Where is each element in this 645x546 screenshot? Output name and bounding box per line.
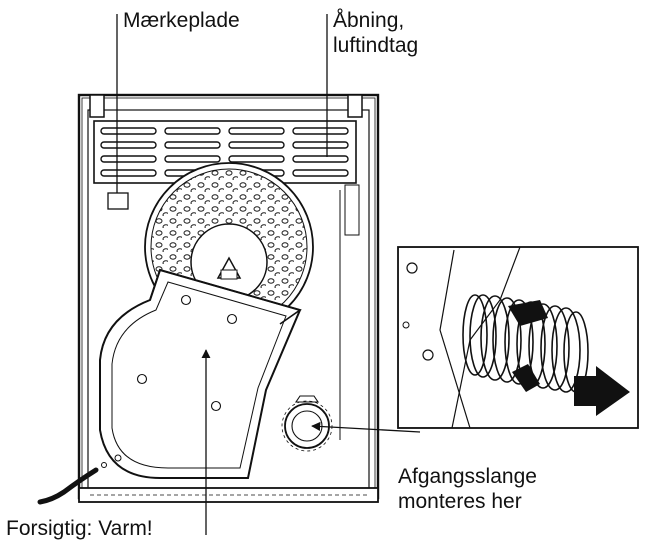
exhaust-hose-label: Afgangsslange monteres her [398,464,537,514]
air-inlet-label-line2: luftindtag [333,34,419,57]
rating-plate-label: Mærkeplade [123,9,240,32]
exhaust-leader [311,421,421,433]
exhaust-hose-label-line1: Afgangsslange [398,465,537,488]
rating-plate-box [107,192,129,210]
air-inlet-label-line1: Åbning, [333,9,405,32]
exhaust-hose-label-line2: monteres her [398,490,522,513]
exhaust-port [281,395,333,452]
caution-hot-label: Forsigtig: Varm! [6,517,153,540]
air-inlet-label: Åbning, luftindtag [333,8,418,58]
arrow-right-icon [574,366,630,416]
power-cable [37,467,99,505]
vent-grille [93,120,357,184]
dryer-back-panel [77,93,380,503]
inset-frame [397,246,639,429]
filter-housing [99,162,314,479]
